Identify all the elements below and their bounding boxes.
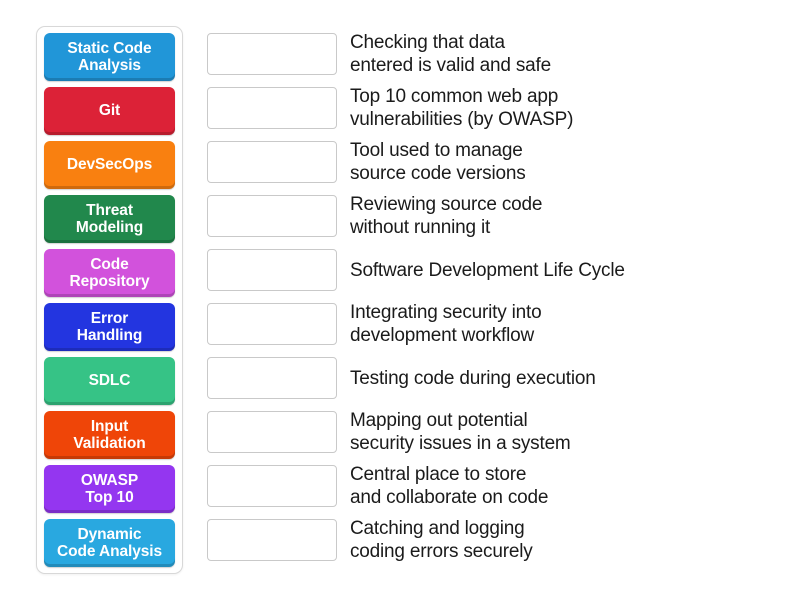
tile-error-handling[interactable]: Error Handling xyxy=(44,303,175,351)
tile-label: Threat Modeling xyxy=(75,201,144,237)
answer-drop-box[interactable] xyxy=(207,519,337,561)
tile-static-code-analysis[interactable]: Static Code Analysis xyxy=(44,33,175,81)
tile-devsecops[interactable]: DevSecOps xyxy=(44,141,175,189)
answer-drop-box[interactable] xyxy=(207,411,337,453)
answer-drop-box[interactable] xyxy=(207,141,337,183)
tile-threat-modeling[interactable]: Threat Modeling xyxy=(44,195,175,243)
row-central-place-to-store: Central place to store and collaborate o… xyxy=(207,459,787,513)
answer-drop-box[interactable] xyxy=(207,303,337,345)
definition-text: Checking that data entered is valid and … xyxy=(350,32,551,76)
answer-drop-box[interactable] xyxy=(207,465,337,507)
row-reviewing-source-code: Reviewing source code without running it xyxy=(207,189,787,243)
tile-label: Error Handling xyxy=(76,309,143,345)
tile-label: Git xyxy=(98,102,121,120)
row-top-10-common-web-app: Top 10 common web app vulnerabilities (b… xyxy=(207,81,787,135)
tile-label: OWASP Top 10 xyxy=(80,471,139,507)
definition-rows: Checking that data entered is valid and … xyxy=(207,27,787,567)
definition-text: Top 10 common web app vulnerabilities (b… xyxy=(350,86,574,130)
tile-input-validation[interactable]: Input Validation xyxy=(44,411,175,459)
tile-owasp-top-10[interactable]: OWASP Top 10 xyxy=(44,465,175,513)
row-integrating-security-into: Integrating security into development wo… xyxy=(207,297,787,351)
answer-drop-box[interactable] xyxy=(207,33,337,75)
answer-drop-box[interactable] xyxy=(207,195,337,237)
definition-text: Mapping out potential security issues in… xyxy=(350,410,571,454)
answer-drop-box[interactable] xyxy=(207,87,337,129)
definition-text: Catching and logging coding errors secur… xyxy=(350,518,533,562)
definition-text: Central place to store and collaborate o… xyxy=(350,464,549,508)
definition-text: Reviewing source code without running it xyxy=(350,194,543,238)
tile-code-repository[interactable]: Code Repository xyxy=(44,249,175,297)
tile-sdlc[interactable]: SDLC xyxy=(44,357,175,405)
tile-label: Static Code Analysis xyxy=(67,39,152,75)
tile-label: SDLC xyxy=(88,372,131,390)
row-testing-code-during-execution: Testing code during execution xyxy=(207,351,787,405)
definition-text: Integrating security into development wo… xyxy=(350,302,542,346)
answer-drop-box[interactable] xyxy=(207,249,337,291)
definition-text: Tool used to manage source code versions xyxy=(350,140,526,184)
tile-git[interactable]: Git xyxy=(44,87,175,135)
definition-text: Testing code during execution xyxy=(350,367,596,389)
row-software-development-life-cycle: Software Development Life Cycle xyxy=(207,243,787,297)
tile-label: Dynamic Code Analysis xyxy=(57,525,162,561)
tile-label: Input Validation xyxy=(73,417,146,453)
row-mapping-out-potential: Mapping out potential security issues in… xyxy=(207,405,787,459)
tile-label: DevSecOps xyxy=(66,156,153,174)
answer-drop-box[interactable] xyxy=(207,357,337,399)
row-tool-used-to-manage: Tool used to manage source code versions xyxy=(207,135,787,189)
tile-label: Code Repository xyxy=(69,255,150,291)
definition-text: Software Development Life Cycle xyxy=(350,259,625,281)
row-checking-that-data: Checking that data entered is valid and … xyxy=(207,27,787,81)
tile-dynamic-code-analysis[interactable]: Dynamic Code Analysis xyxy=(44,519,175,567)
row-catching-and-logging: Catching and logging coding errors secur… xyxy=(207,513,787,567)
